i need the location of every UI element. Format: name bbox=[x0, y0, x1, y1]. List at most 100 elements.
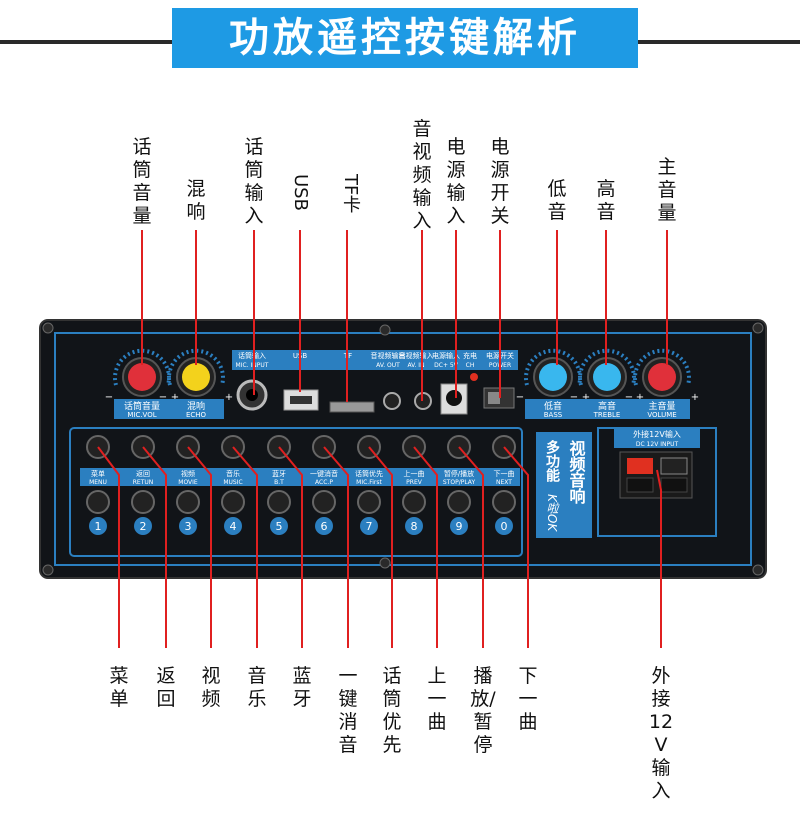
remote-button-bottom-2 bbox=[131, 490, 155, 514]
top-label-usb: USB bbox=[290, 174, 311, 211]
remote-button-bottom-1 bbox=[86, 490, 110, 514]
knob-label-box-1 bbox=[168, 399, 224, 419]
io-label-bot-4: AV. IN bbox=[407, 362, 424, 369]
knob-label-box-2 bbox=[525, 399, 581, 419]
brand-script: K啦OK bbox=[544, 494, 559, 532]
leader-line-play bbox=[458, 446, 484, 648]
button-label-en-6: ACC.P bbox=[315, 479, 333, 486]
title-rule-left bbox=[0, 40, 172, 44]
top-label-volume: 主音量 bbox=[657, 156, 677, 224]
title-rule-right bbox=[638, 40, 800, 44]
remote-button-bottom-3 bbox=[176, 490, 200, 514]
button-label-cn-5: 蓝牙 bbox=[272, 469, 286, 478]
leader-line-music bbox=[232, 446, 258, 648]
number-badge-8 bbox=[405, 517, 423, 535]
button-label-cn-10: 下一曲 bbox=[494, 469, 515, 478]
knob-label-en-2: BASS bbox=[544, 411, 563, 419]
bottom-label-prev: 上一曲 bbox=[427, 665, 447, 733]
bottom-label-next: 下一曲 bbox=[518, 665, 538, 733]
charge-led bbox=[470, 373, 478, 381]
knob-scale-2 bbox=[524, 348, 582, 386]
bottom-label-bt: 蓝牙 bbox=[292, 665, 312, 710]
knob-cap-3 bbox=[593, 363, 621, 391]
remote-button-bottom-7 bbox=[357, 490, 381, 514]
knob-label-en-1: ECHO bbox=[186, 411, 207, 419]
leader-line-mic-first bbox=[368, 446, 393, 648]
top-label-mic-vol: 话筒音量 bbox=[132, 136, 152, 227]
number-badge-3 bbox=[179, 517, 197, 535]
leader-line-bt bbox=[278, 446, 303, 648]
knob-label-box-3 bbox=[579, 399, 635, 419]
top-label-treble: 高音 bbox=[596, 178, 616, 223]
mic-input-jack-hole bbox=[246, 389, 258, 401]
io-label-top-6: 充电 bbox=[463, 351, 477, 360]
knob-minus-2: − bbox=[516, 392, 524, 403]
dc12-terminal-red bbox=[627, 458, 653, 474]
button-label-cn-9: 暂停/播放 bbox=[444, 469, 474, 478]
knob-scale-3 bbox=[578, 348, 636, 386]
dc12-terminal-black bbox=[660, 457, 688, 475]
knob-plus-2: + bbox=[582, 392, 590, 403]
number-badge-text-5: 5 bbox=[276, 520, 283, 533]
brand-block bbox=[536, 432, 592, 538]
knob-label-cn-3: 高音 bbox=[598, 400, 616, 412]
knob-scale-0 bbox=[113, 348, 171, 386]
remote-button-bottom-9 bbox=[447, 490, 471, 514]
leader-line-mute bbox=[323, 446, 349, 648]
remote-button-bottom-4 bbox=[221, 490, 245, 514]
number-badge-text-6: 6 bbox=[321, 520, 328, 533]
number-badge-text-8: 8 bbox=[411, 520, 418, 533]
button-label-cn-3: 视频 bbox=[181, 469, 195, 478]
number-badge-9 bbox=[450, 517, 468, 535]
knob-label-box-0 bbox=[114, 399, 170, 419]
number-badge-4 bbox=[224, 517, 242, 535]
top-label-echo: 混响 bbox=[186, 178, 206, 223]
screw-4 bbox=[379, 324, 391, 336]
panel-trim bbox=[54, 332, 752, 566]
button-label-en-9: STOP/PLAY bbox=[443, 479, 476, 486]
knob-label-en-0: MIC.VOL bbox=[127, 411, 156, 419]
knob-plus-3: + bbox=[636, 392, 644, 403]
top-label-tf: TF卡 bbox=[340, 174, 361, 214]
page-title: 功放遥控按键解析 bbox=[172, 8, 638, 68]
bottom-label-play: 播放/暂停 bbox=[470, 665, 496, 756]
io-label-strip bbox=[232, 350, 518, 370]
knob-plus-0: + bbox=[171, 392, 179, 403]
button-label-en-5: B.T bbox=[274, 479, 284, 486]
bottom-label-return: 返回 bbox=[156, 665, 176, 710]
knob-cap-4 bbox=[648, 363, 676, 391]
leader-line-menu bbox=[97, 446, 120, 648]
knob-minus-1: − bbox=[159, 392, 167, 403]
tf-slot bbox=[329, 401, 375, 413]
knob-cap-2 bbox=[539, 363, 567, 391]
number-badge-text-1: 1 bbox=[95, 520, 102, 533]
button-label-en-8: PREV bbox=[406, 479, 423, 486]
bottom-label-video: 视频 bbox=[201, 665, 221, 710]
number-badge-text-9: 9 bbox=[456, 520, 463, 533]
number-badge-6 bbox=[315, 517, 333, 535]
button-label-en-7: MIC.First bbox=[356, 479, 382, 486]
io-label-top-4: 音视频输入 bbox=[399, 351, 434, 360]
knob-minus-3: − bbox=[570, 392, 578, 403]
number-badge-5 bbox=[270, 517, 288, 535]
usb-port-slot bbox=[290, 396, 312, 404]
button-label-cn-4: 音乐 bbox=[226, 469, 240, 478]
number-badge-text-2: 2 bbox=[140, 520, 147, 533]
screw-3 bbox=[752, 564, 764, 576]
dc12-label-en: DC 12V INPUT bbox=[636, 441, 679, 448]
top-label-power-switch: 电源开关 bbox=[490, 136, 510, 227]
button-label-cn-8: 上一曲 bbox=[404, 469, 425, 478]
knob-minus-4: − bbox=[625, 392, 633, 403]
knob-label-cn-0: 话筒音量 bbox=[124, 400, 160, 412]
knob-cap-1 bbox=[182, 363, 210, 391]
av-out-jack bbox=[383, 392, 401, 410]
knob-label-en-3: TREBLE bbox=[593, 411, 621, 419]
leader-line-return bbox=[142, 446, 167, 648]
leader-line-dc12 bbox=[656, 469, 662, 648]
leader-line-next bbox=[503, 446, 529, 648]
number-badge-text-4: 4 bbox=[230, 520, 237, 533]
io-label-bot-3: AV. OUT bbox=[376, 362, 400, 369]
bottom-label-mute: 一键消音 bbox=[338, 665, 358, 756]
button-label-en-3: MOVIE bbox=[178, 479, 198, 486]
